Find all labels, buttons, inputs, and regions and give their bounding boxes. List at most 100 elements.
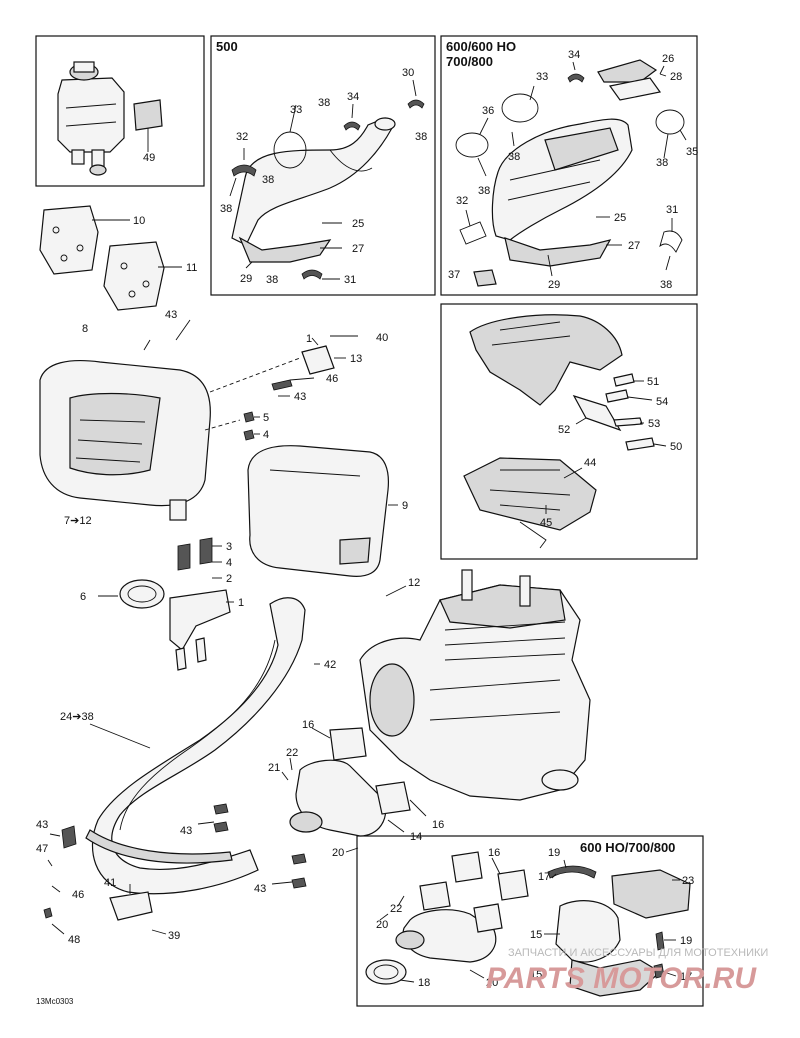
label-20a: 20 [332, 847, 344, 859]
label-600-38b: 38 [478, 185, 490, 197]
oil-reservoir-drawing [57, 61, 163, 176]
label-24-38: 24➔38 [60, 711, 94, 723]
label-47: 47 [36, 843, 48, 855]
tuned-pipe-600-drawing [491, 118, 633, 267]
label-41: 41 [104, 877, 116, 889]
box-600ho-title: 600 HO/700/800 [580, 840, 675, 855]
box-600-700-800 [440, 35, 698, 296]
heat-shield-23 [611, 869, 691, 919]
box-500-title: 500 [216, 39, 238, 54]
label-600-26: 26 [662, 53, 674, 65]
gasket-10-drawing [39, 205, 99, 275]
label-600-28: 28 [670, 71, 682, 83]
label-7-12: 7➔12 [64, 515, 92, 527]
label-600-25: 25 [614, 212, 626, 224]
label-600-29: 29 [548, 279, 560, 291]
label-46a: 46 [326, 373, 338, 385]
watermark-line1: ЗАПЧАСТИ И АКСЕССУАРЫ ДЛЯ МОТОТЕХНИКИ [508, 947, 768, 959]
label-600-36: 36 [482, 105, 494, 117]
mounting-plate-drawing [169, 537, 231, 671]
ring-33-600 [501, 93, 539, 123]
label-2: 2 [226, 573, 232, 585]
label-16a: 16 [302, 719, 314, 731]
watermark-line2: PARTS MOTOR.RU [486, 962, 757, 995]
label-4b: 4 [226, 557, 232, 569]
label-500-27: 27 [352, 243, 364, 255]
label-46: 46 [72, 889, 84, 901]
label-500-38a: 38 [318, 97, 330, 109]
y-pipe-ho-drawing [555, 900, 662, 997]
label-48: 48 [68, 934, 80, 946]
label-16b: 16 [432, 819, 444, 831]
gasket-18 [365, 959, 407, 985]
label-h19a: 19 [548, 847, 560, 859]
box-500 [210, 35, 436, 296]
box-600-title-line2: 700/800 [446, 54, 493, 69]
label-600-31: 31 [666, 204, 678, 216]
label-43a: 43 [165, 309, 177, 321]
label-600-34: 34 [568, 49, 580, 61]
label-51: 51 [647, 376, 659, 388]
label-500-38b: 38 [415, 131, 427, 143]
label-50: 50 [670, 441, 682, 453]
label-54: 54 [656, 396, 668, 408]
label-600-38c: 38 [656, 157, 668, 169]
silencer-9-drawing [247, 445, 390, 577]
label-43d: 43 [254, 883, 266, 895]
box-600-title-line1: 600/600 HO [446, 39, 516, 54]
label-500-25: 25 [352, 218, 364, 230]
label-h18: 18 [418, 977, 430, 989]
label-h23: 23 [682, 875, 694, 887]
label-600-32: 32 [456, 195, 468, 207]
label-1b: 1 [238, 597, 244, 609]
label-8: 8 [82, 323, 88, 335]
heat-shield-drawing [469, 314, 623, 406]
box-covers [440, 303, 698, 560]
tuned-pipe-main-drawing [85, 597, 306, 895]
label-42: 42 [324, 659, 336, 671]
insulation-drawing [463, 457, 597, 549]
label-14: 14 [410, 831, 422, 843]
label-53: 53 [648, 418, 660, 430]
label-h20b: 20 [486, 977, 498, 989]
label-1a: 1 [306, 333, 312, 345]
label-11: 11 [186, 262, 197, 274]
label-h16: 16 [488, 847, 500, 859]
manifold-drawing [289, 727, 411, 837]
tuned-pipe-500-drawing [231, 117, 396, 263]
spring-32-500 [231, 164, 257, 177]
label-49: 49 [143, 152, 155, 164]
label-39: 39 [168, 930, 180, 942]
muffler-drawing [39, 359, 211, 521]
box-reservoir [35, 35, 205, 187]
label-5: 5 [263, 412, 269, 424]
label-45: 45 [540, 517, 552, 529]
label-40: 40 [376, 332, 388, 344]
label-500-30: 30 [402, 67, 414, 79]
label-600-35: 35 [686, 146, 698, 158]
label-43e: 43 [36, 819, 48, 831]
gasket-11-drawing [103, 241, 165, 311]
spring-19 [547, 865, 597, 879]
label-h20a: 20 [376, 919, 388, 931]
label-22a: 22 [286, 747, 298, 759]
gasket-ring-6 [119, 579, 165, 609]
label-43b: 43 [294, 391, 306, 403]
label-44: 44 [584, 457, 596, 469]
label-4a: 4 [263, 429, 269, 441]
label-h15b: 15 [530, 969, 542, 981]
label-13: 13 [350, 353, 362, 365]
label-h17b: 17 [680, 971, 692, 983]
engine-drawing [359, 569, 591, 801]
label-500-32: 32 [236, 131, 248, 143]
label-21: 21 [268, 762, 280, 774]
label-h22: 22 [390, 903, 402, 915]
label-600-27: 27 [628, 240, 640, 252]
label-500-38c: 38 [262, 174, 274, 186]
diagram-code: 13Mc0303 [36, 997, 74, 1006]
label-43c: 43 [180, 825, 192, 837]
label-600-33: 33 [536, 71, 548, 83]
label-h15: 15 [530, 929, 542, 941]
label-6: 6 [80, 591, 86, 603]
